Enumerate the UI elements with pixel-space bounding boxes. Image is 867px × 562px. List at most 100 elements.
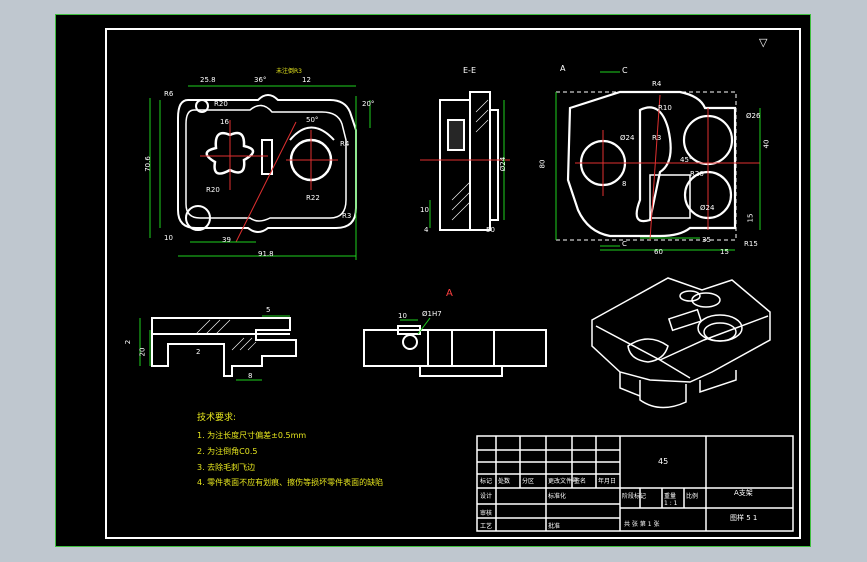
- dim-label: R15: [744, 240, 758, 248]
- dim-label: 12: [302, 76, 311, 84]
- dim-label: 70.6: [143, 156, 152, 172]
- dim-label: 39: [222, 236, 231, 244]
- dim-label: 10: [164, 234, 173, 242]
- dim-label: R20: [206, 186, 220, 194]
- tb-label: 更改文件号: [548, 478, 579, 485]
- dim-label: R22: [306, 194, 320, 202]
- section-view: [439, 91, 499, 231]
- scale-row: 1 : 1: [664, 500, 678, 507]
- section-hatch: [451, 99, 489, 221]
- tb-label: 重量: [664, 493, 677, 500]
- requirement-item: 2. 为注倒角C0.5: [197, 447, 258, 456]
- corner-arc: [185, 205, 211, 231]
- dim-label: R3: [342, 212, 352, 220]
- dim-label: Ø26: [746, 112, 761, 120]
- front-view: [151, 317, 297, 377]
- dim-label: 20: [138, 347, 147, 357]
- requirements-title: 技术要求:: [197, 413, 237, 423]
- dim-label: 15: [720, 248, 729, 256]
- isometric-view: [591, 277, 771, 409]
- dim-label: 40: [762, 139, 771, 149]
- dim-label: 8: [248, 372, 253, 380]
- section-dimensions: [429, 100, 505, 228]
- dim-label: 60: [654, 248, 663, 256]
- dim-label: 2: [196, 348, 201, 356]
- dim-label: Ø24: [700, 204, 715, 212]
- view-a-dimensions: [400, 317, 431, 335]
- dim-label: 50°: [306, 116, 319, 124]
- tb-label: 签名: [574, 478, 587, 485]
- top-view-inner-outline: [185, 104, 347, 222]
- right-view-label-a: A: [560, 64, 566, 73]
- dim-label: R10: [658, 104, 672, 112]
- view-a: [363, 325, 547, 377]
- tb-label: 批准: [548, 523, 561, 530]
- dim-label: C: [622, 240, 627, 248]
- top-view-dimensions: [149, 85, 371, 260]
- dim-label: 35: [702, 236, 711, 244]
- tb-label: 分区: [522, 478, 535, 485]
- surface-finish-mark: ▽: [759, 36, 768, 49]
- dim-label: 10: [398, 312, 407, 320]
- lower-slot: [649, 174, 691, 219]
- material-label: 45: [658, 457, 669, 466]
- center-slot: [261, 139, 273, 175]
- dim-label: 36°: [254, 76, 267, 84]
- tb-label: 设计: [480, 493, 493, 500]
- dim-label: R6: [164, 90, 174, 98]
- dim-label: 45°: [680, 156, 693, 164]
- dim-label: R4: [340, 140, 350, 148]
- dim-label: Ø1H7: [422, 310, 442, 318]
- tb-label: 年月日: [598, 478, 617, 485]
- bore-hood: [289, 126, 335, 141]
- corner-arc-2: [195, 99, 209, 113]
- dim-label: 5: [266, 306, 271, 314]
- tb-label: 审核: [480, 510, 493, 517]
- dim-label: 10: [420, 206, 429, 214]
- section-label: E-E: [463, 66, 476, 75]
- front-view-dimensions: [139, 315, 290, 381]
- drawing-number: 图样 5 1: [730, 514, 758, 522]
- dim-label: 16: [220, 118, 229, 126]
- drawing-frame: [105, 28, 801, 539]
- tb-label: 工艺: [480, 523, 493, 530]
- tb-label: 阶段标记: [622, 493, 647, 500]
- tb-label: 标准化: [548, 493, 567, 500]
- dim-label: 25.8: [200, 76, 216, 84]
- view-a-label: A: [446, 288, 453, 299]
- dim-label: R3: [652, 134, 662, 142]
- top-view-centerlines: [200, 120, 338, 243]
- dim-label: 8: [622, 180, 627, 188]
- requirement-item: 1. 为注长度尺寸偏差±0.5mm: [197, 431, 307, 440]
- dim-label: Ø24: [499, 156, 508, 172]
- dim-label: 80: [538, 159, 547, 169]
- dim-label: R20: [690, 170, 704, 178]
- top-view-note: 未注倒R3: [276, 68, 302, 75]
- requirement-item: 3. 去除毛刺飞边: [197, 463, 256, 472]
- dim-label: R20: [214, 100, 228, 108]
- right-view-dimensions: [555, 71, 761, 251]
- sheet-row: 共 张 第 1 张: [624, 521, 660, 528]
- top-view: [177, 94, 357, 233]
- dim-label: R4: [652, 80, 662, 88]
- right-view-outline: [566, 90, 737, 238]
- mid-boss: [635, 106, 672, 223]
- title-block: [476, 435, 794, 532]
- front-view-hatch: [195, 319, 257, 351]
- dim-label: 20°: [362, 100, 375, 108]
- dim-label: Ø24: [620, 134, 635, 142]
- dim-label: 91.8: [258, 250, 274, 258]
- part-name: A支架: [734, 489, 753, 497]
- requirement-item: 4. 零件表面不应有划痕、擦伤等损坏零件表面的缺陷: [197, 478, 384, 487]
- tb-label: 标记: [480, 478, 493, 485]
- right-view-centerlines: [575, 94, 760, 241]
- tb-label: 比例: [686, 493, 699, 500]
- tb-label: 处数: [498, 478, 511, 485]
- top-view-outline: [177, 94, 357, 233]
- dim-label: 15: [746, 213, 755, 223]
- dim-label: 2: [124, 339, 133, 345]
- dim-label: 4: [424, 226, 429, 234]
- dim-label: 50: [486, 226, 495, 234]
- right-view-label-c: C: [622, 66, 628, 75]
